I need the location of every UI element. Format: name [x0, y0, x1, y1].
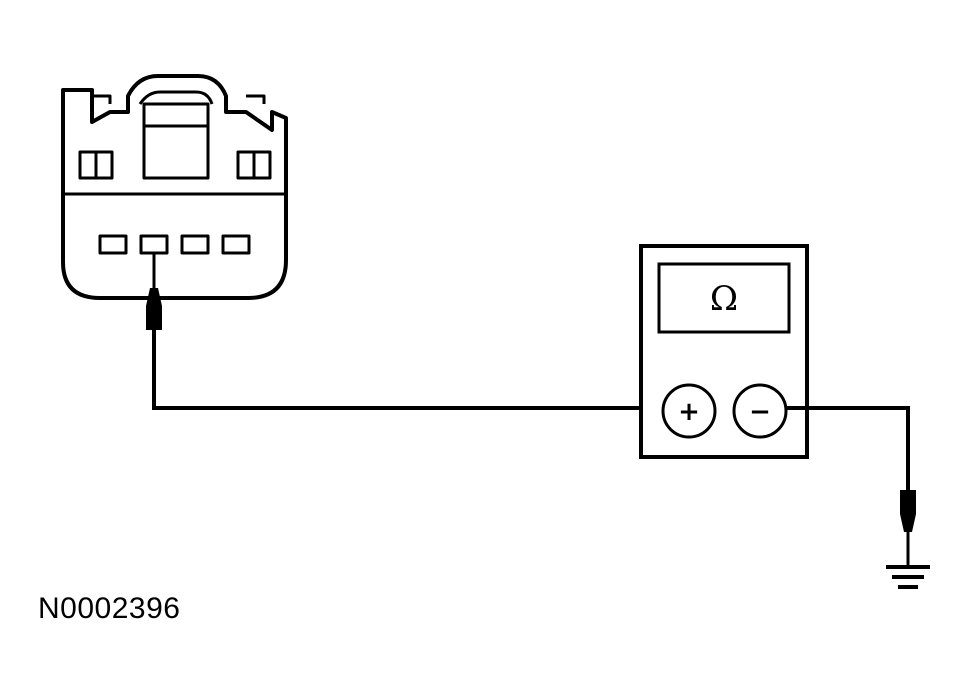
- positive-terminal: [661, 383, 717, 439]
- probe-tip-connector: [146, 288, 162, 330]
- connector-pin-3: [180, 234, 210, 255]
- positive-test-lead: [146, 253, 662, 410]
- negative-terminal-label: −: [749, 397, 771, 427]
- meter-display: [657, 262, 791, 334]
- electrical-connector: [61, 74, 288, 300]
- connector-pin-1: [98, 234, 128, 255]
- positive-terminal-label: +: [678, 397, 700, 427]
- meter-display-symbol: Ω: [710, 279, 738, 319]
- figure-id: N0002396: [38, 592, 181, 625]
- probe-tip-ground: [900, 490, 916, 532]
- connector-pin-2: [139, 234, 169, 255]
- ground-icon: [886, 565, 930, 589]
- negative-test-lead: [786, 406, 916, 566]
- connector-pin-4: [221, 234, 251, 255]
- ohmmeter: Ω + −: [639, 244, 809, 459]
- negative-terminal: [732, 383, 788, 439]
- connector-latch: [142, 102, 210, 180]
